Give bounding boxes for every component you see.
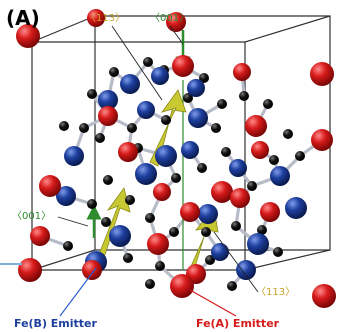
fe-b-atom — [285, 197, 307, 219]
oxygen-atom — [161, 115, 171, 125]
leader-line-fe-a — [189, 289, 237, 317]
cube-edge — [31, 15, 96, 43]
fe-b-atom — [247, 233, 269, 255]
fe-a-atom — [30, 226, 50, 246]
fe-b-atom — [181, 141, 199, 159]
fe-a-atom — [170, 274, 194, 298]
fe-b-atom — [109, 225, 131, 247]
panel-label: (A) — [6, 6, 40, 30]
fe-a-atom — [251, 141, 269, 159]
direction-label-113-right: 〈113〉 — [256, 287, 296, 298]
direction-label-001-left: 〈001〉 — [12, 211, 52, 222]
fe-b-atom — [155, 145, 177, 167]
leader-line-113-top — [111, 25, 163, 101]
oxygen-atom — [169, 227, 179, 237]
oxygen-atom — [239, 91, 249, 101]
oxygen-atom — [283, 129, 293, 139]
oxygen-atom — [269, 155, 279, 165]
fe-b-atom — [98, 90, 118, 110]
oxygen-atom — [109, 67, 119, 77]
fe-b-atom — [270, 166, 290, 186]
cube-front-face — [31, 41, 246, 271]
oxygen-atom — [227, 281, 237, 291]
oxygen-atom — [211, 123, 221, 133]
fe-a-atom — [147, 233, 169, 255]
fe-a-atom — [172, 55, 194, 77]
oxygen-atom — [217, 99, 227, 109]
oxygen-atom — [231, 221, 241, 231]
fe-a-atom — [211, 181, 233, 203]
fe-a-atom — [87, 9, 105, 27]
leader-line-113-right — [213, 231, 259, 293]
direction-label-113-top: 〈113〉 — [86, 13, 126, 24]
oxygen-atom — [95, 133, 105, 143]
direction-label-001-top: 〈001〉 — [150, 13, 190, 24]
fe-a-atom — [118, 142, 138, 162]
oxygen-atom — [59, 121, 69, 131]
leader-line-001-left — [57, 216, 89, 227]
oxygen-atom — [201, 227, 211, 237]
oxygen-atom — [221, 147, 231, 157]
fe-a-atom — [82, 260, 102, 280]
fe-a-atom — [98, 106, 118, 126]
oxygen-atom — [79, 123, 89, 133]
fe-a-atom — [16, 24, 40, 48]
oxygen-atom — [145, 279, 155, 289]
oxygen-atom — [145, 213, 155, 223]
fe-b-atom — [135, 163, 157, 185]
fe-b-emitter-label: Fe(B) Emitter — [14, 317, 97, 330]
fe-a-atom — [230, 188, 250, 208]
leader-line-fe-b — [59, 267, 97, 317]
fe-a-atom — [233, 63, 251, 81]
fe-a-emitter-label: Fe(A) Emitter — [196, 317, 280, 330]
fe-b-atom — [187, 79, 205, 97]
oxygen-atom — [171, 173, 181, 183]
oxygen-atom — [87, 199, 97, 209]
fe-b-atom — [64, 146, 84, 166]
fe-a-atom — [153, 183, 171, 201]
oxygen-atom — [273, 247, 283, 257]
oxygen-atom — [123, 253, 133, 263]
cube-edge — [31, 249, 96, 271]
oxygen-atom — [263, 99, 273, 109]
fe-b-atom — [236, 260, 256, 280]
oxygen-atom — [257, 225, 267, 235]
oxygen-atom — [127, 123, 137, 133]
fe-b-atom — [137, 101, 155, 119]
oxygen-atom — [295, 151, 305, 161]
fe-b-atom — [198, 204, 218, 224]
fe-a-atom — [312, 284, 336, 308]
oxygen-atom — [197, 163, 207, 173]
oxygen-atom — [63, 241, 73, 251]
cube-edge — [244, 15, 331, 43]
fe-a-atom — [39, 175, 61, 197]
oxygen-atom — [103, 175, 113, 185]
leader-line-001-top — [169, 25, 184, 45]
fe-b-atom — [229, 159, 247, 177]
fe-b-atom — [188, 108, 208, 128]
oxygen-atom — [87, 89, 97, 99]
oxygen-atom — [143, 57, 153, 67]
oxygen-atom — [183, 93, 193, 103]
oxygen-atom — [199, 73, 209, 83]
oxygen-atom — [155, 261, 165, 271]
fe-b-atom — [151, 67, 169, 85]
oxygen-atom — [247, 181, 257, 191]
fe-a-atom — [18, 258, 42, 282]
oxygen-atom — [101, 217, 111, 227]
oxygen-atom — [205, 255, 215, 265]
fe-b-atom — [211, 243, 229, 261]
fe-b-atom — [120, 74, 140, 94]
fe-b-atom — [56, 186, 76, 206]
oxygen-atom — [125, 195, 135, 205]
fe-a-atom — [311, 129, 333, 151]
fe-a-atom — [260, 202, 280, 222]
fe-a-atom — [180, 202, 200, 222]
fe-a-atom — [310, 62, 334, 86]
cube-edge — [244, 249, 331, 271]
fe-a-atom — [245, 115, 267, 137]
